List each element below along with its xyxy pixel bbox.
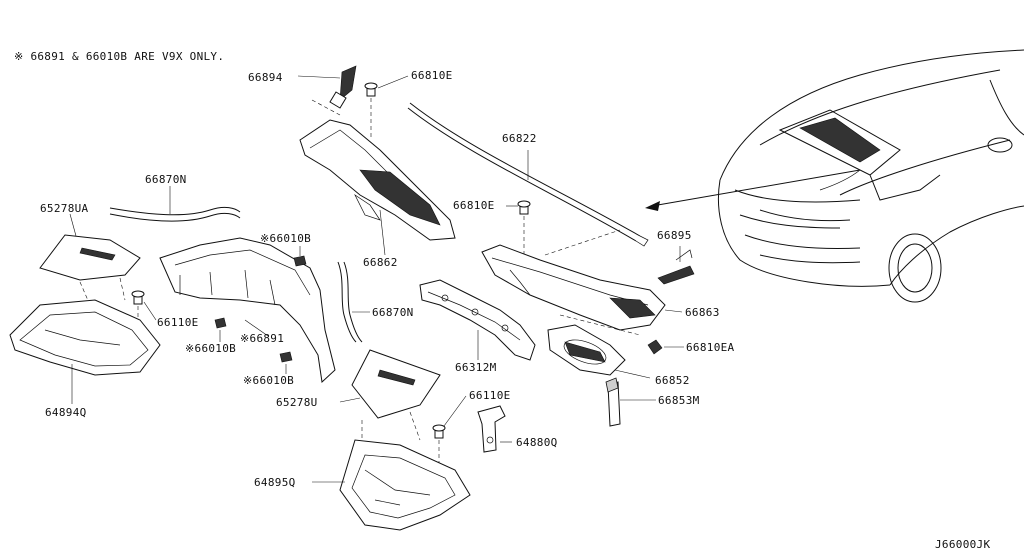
label-66110E-bottom: 66110E: [469, 389, 511, 402]
label-65278U: 65278U: [276, 396, 318, 409]
part-66894: [297, 65, 357, 109]
label-66010B-b: ※66010B: [185, 342, 236, 355]
label-66895: 66895: [657, 229, 692, 242]
label-66863: 66863: [685, 306, 720, 319]
part-66853M-bracket: [605, 377, 656, 427]
label-66870N-top: 66870N: [145, 173, 187, 186]
part-66010B-clip-a: [293, 246, 307, 267]
part-66010B-clip-b: [214, 317, 227, 342]
label-66891: ※66891: [240, 332, 284, 345]
part-66810E-top-clip: [364, 75, 409, 140]
diagram-id: J66000JK: [935, 538, 990, 551]
part-66862-cowl-cover-left: [299, 99, 456, 256]
label-66853M: 66853M: [658, 394, 700, 407]
label-64894Q: 64894Q: [45, 406, 87, 419]
part-66895: [657, 246, 695, 285]
label-66852: 66852: [655, 374, 690, 387]
part-66110E-bottom-clip: [432, 395, 467, 468]
label-66010B-c: ※66010B: [243, 374, 294, 387]
label-64880Q: 64880Q: [516, 436, 558, 449]
label-66870N-mid: 66870N: [372, 306, 414, 319]
label-66810EA: 66810EA: [686, 341, 735, 354]
part-66870N-mid-strip: [337, 261, 370, 343]
vehicle-illustration: [645, 49, 1024, 303]
part-64880Q-bracket: [477, 405, 512, 453]
part-66810EA-clip: [647, 339, 684, 355]
part-65278UA-insulator: [39, 213, 141, 306]
part-66010B-clip-c: [279, 351, 293, 374]
label-66822: 66822: [502, 132, 537, 145]
label-64895Q: 64895Q: [254, 476, 296, 489]
part-64894Q-lower-cowl: [9, 299, 161, 404]
part-66870N-top-strip: [109, 186, 241, 222]
label-65278UA: 65278UA: [40, 202, 89, 215]
part-65278U-insulator: [339, 349, 441, 441]
part-66810E-mid-clip: [506, 200, 531, 258]
label-66894: 66894: [248, 71, 283, 84]
label-66810E-mid: 66810E: [453, 199, 495, 212]
part-66891-center-insulator: [159, 237, 336, 384]
label-66010B-a: ※66010B: [260, 232, 311, 245]
label-66110E-left: 66110E: [157, 316, 199, 329]
label-66312M: 66312M: [455, 361, 497, 374]
part-66110E-left-clip: [131, 290, 157, 330]
part-66822-seal: [407, 102, 649, 247]
part-66852-extension: [547, 314, 651, 379]
part-64895Q-lower-cowl: [312, 439, 471, 531]
note-v9x-only: ※ 66891 & 66010B ARE V9X ONLY.: [14, 50, 224, 63]
part-66312M-dash-panel: [419, 279, 536, 361]
label-66810E-top: 66810E: [411, 69, 453, 82]
label-66862: 66862: [363, 256, 398, 269]
part-66863-cowl-cover-right: [481, 229, 683, 331]
